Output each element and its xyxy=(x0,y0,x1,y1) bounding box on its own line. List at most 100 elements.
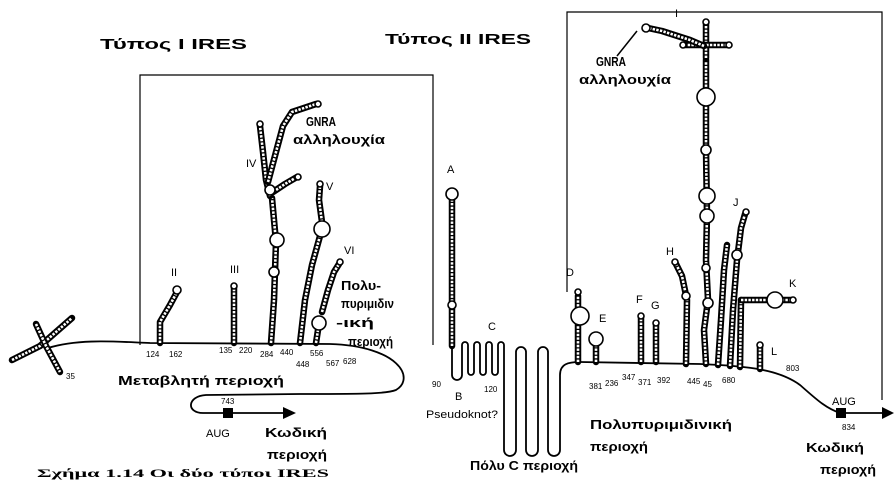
domain-a-internal-loop xyxy=(448,301,456,309)
domain-v-hairpin xyxy=(317,181,323,187)
type2-polypyrimidine-label-2: περιοχή xyxy=(590,439,648,454)
domain-i-internal-loop xyxy=(699,188,715,204)
type1-position-label: 162 xyxy=(169,350,183,359)
domain-i-internal-loop xyxy=(703,298,713,308)
domain-iv-left-hairpin xyxy=(257,121,263,127)
domain-h-hairpin xyxy=(672,259,678,265)
domain-h-stem xyxy=(676,264,687,364)
type2-position-label: 347 xyxy=(622,373,636,382)
type1-coding-label-2: περιοχή xyxy=(267,447,327,462)
type2-position-label: 236 xyxy=(605,379,619,388)
type2-position-label: 45 xyxy=(703,380,712,389)
polypyrimidine-loop-stem xyxy=(316,330,318,343)
rna-structure xyxy=(12,19,884,456)
type2-gnra-pointer xyxy=(617,31,637,56)
type1-gnra-label: GNRA xyxy=(306,114,336,129)
domain-d-hairpin xyxy=(575,289,581,295)
type1-position-label: 124 xyxy=(146,350,160,359)
domain-iv-right-hairpin xyxy=(295,174,301,180)
domain-ii-hairpin xyxy=(173,286,181,294)
type2-position-label: 392 xyxy=(657,376,671,385)
domain-iv-internal-loop xyxy=(269,267,279,277)
type1-position-label: 284 xyxy=(260,350,274,359)
domain-k-label: K xyxy=(789,278,797,290)
domain-ii-label: II xyxy=(171,267,177,279)
polypyrimidine-loop xyxy=(312,316,326,330)
type1-title: Τύπος I IRES xyxy=(100,36,247,53)
type1-position-label: 567 xyxy=(326,359,340,368)
type2-position-label: 680 xyxy=(722,376,736,385)
domain-i-internal-loop xyxy=(701,145,711,155)
type1-position-label: 556 xyxy=(310,349,324,358)
type1-polypyrimidine-label-3: -ική xyxy=(336,315,374,330)
type1-aug-position: 743 xyxy=(221,397,235,406)
type2-coding-label-1: Κωδική xyxy=(806,440,864,455)
domain-iv-junction-loop xyxy=(265,185,275,195)
type1-position-label: 440 xyxy=(280,348,294,357)
type1-position-label: 448 xyxy=(296,360,310,369)
type1-gnra-sequence-label: αλληλουχία xyxy=(293,132,385,147)
domain-ii-stem xyxy=(160,292,177,343)
type1-position-label: 135 xyxy=(219,346,233,355)
type1-aug-label: AUG xyxy=(206,428,230,440)
type2-gnra-sequence-label: αλληλουχία xyxy=(579,72,671,87)
domain-vi-stem xyxy=(322,264,339,312)
domain-g-label: G xyxy=(651,300,660,312)
domain-i-gnra-hairpin xyxy=(642,24,650,32)
domain-k-stem xyxy=(740,300,741,367)
domain-d-internal-loop xyxy=(571,307,589,325)
type1-position-label: 35 xyxy=(66,372,75,381)
domain-h-internal-loop xyxy=(682,292,690,300)
type2-position-label: 381 xyxy=(589,382,603,391)
type2-position-label: 120 xyxy=(484,385,498,394)
domain-a-label: A xyxy=(447,164,455,176)
type2-position-label: 371 xyxy=(638,378,652,387)
type1-position-label: 628 xyxy=(343,357,357,366)
domain-i-top-hairpin xyxy=(703,19,709,25)
domain-i-label: I xyxy=(675,8,678,20)
domain-j-inner-stem xyxy=(718,245,727,365)
domain-i-cross-right-hairpin xyxy=(726,42,732,48)
domain-i-gnra-arm xyxy=(648,28,704,46)
domain-j-internal-loop xyxy=(732,250,742,260)
domain-c-label: C xyxy=(488,321,496,333)
domain-j-hairpin xyxy=(743,209,749,215)
pseudoknot-label: Pseudoknot? xyxy=(426,409,498,421)
domain-v-internal-loop xyxy=(314,221,330,237)
type2-position-label: 90 xyxy=(432,380,441,389)
domain-e-label: E xyxy=(599,313,606,325)
type2-main-strand xyxy=(452,342,884,456)
type1-aug-marker xyxy=(223,408,233,418)
type1-coding-label-1: Κωδική xyxy=(265,425,327,440)
domain-k-loop xyxy=(767,292,783,308)
domain-i-cross-left-hairpin xyxy=(680,42,686,48)
domain-v-top-stem xyxy=(319,186,322,222)
domain-iii-hairpin xyxy=(231,283,237,289)
type1-arrow-head xyxy=(283,407,296,419)
type2-position-label: 445 xyxy=(687,377,701,386)
domain-v-label: V xyxy=(326,181,334,193)
type1-position-label: 220 xyxy=(239,346,253,355)
domain-e-hairpin xyxy=(589,332,603,346)
domain-iv-right-arm xyxy=(273,177,297,192)
type1-polypyrimidine-label-2: πυριμιδιν xyxy=(341,296,394,311)
type1-polypyrimidine-label-4: περιοχή xyxy=(348,334,393,349)
type2-title: Τύπος II IRES xyxy=(385,31,531,48)
domain-h-label: H xyxy=(666,246,674,258)
domain-f-hairpin xyxy=(638,313,644,319)
domain-iii-label: III xyxy=(230,264,239,276)
domain-d-label: D xyxy=(566,267,574,279)
domain-i-internal-loop xyxy=(697,88,715,106)
domain-vi-hairpin xyxy=(337,259,343,265)
domain-i-internal-loop xyxy=(700,209,714,223)
poly-c-region-label: Πόλυ C περιοχή xyxy=(470,458,578,473)
domain-iv-internal-loop xyxy=(270,233,284,247)
type1-polypyrimidine-label-1: Πολυ- xyxy=(341,278,381,293)
domain-iv-gnra-hairpin xyxy=(315,101,321,107)
type2-gnra-label: GNRA xyxy=(596,54,626,69)
domain-i-internal-loop xyxy=(702,264,710,272)
type2-arrow-head xyxy=(882,407,894,419)
domain-g-hairpin xyxy=(653,320,659,326)
type2-position-label: 803 xyxy=(786,364,800,373)
